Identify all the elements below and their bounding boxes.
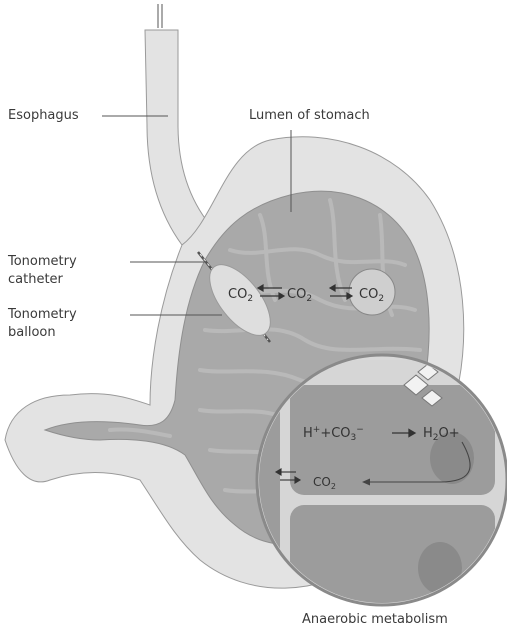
esophagus-label: Esophagus [8, 107, 79, 124]
catheter-label-line1: Tonometry [8, 253, 77, 270]
lumen-label: Lumen of stomach [249, 107, 370, 124]
esophagus [145, 30, 210, 245]
catheter-label-line2: catheter [8, 271, 63, 288]
anaerobic-label: Anaerobic metabolism [302, 611, 448, 628]
cell-bottom [290, 505, 495, 615]
nucleus-bottom [418, 542, 462, 594]
balloon-label-line2: balloon [8, 324, 56, 341]
catheter-wire-top [158, 4, 162, 28]
balloon-label-line1: Tonometry [8, 306, 77, 323]
reaction-product: H2O+ [423, 426, 460, 443]
